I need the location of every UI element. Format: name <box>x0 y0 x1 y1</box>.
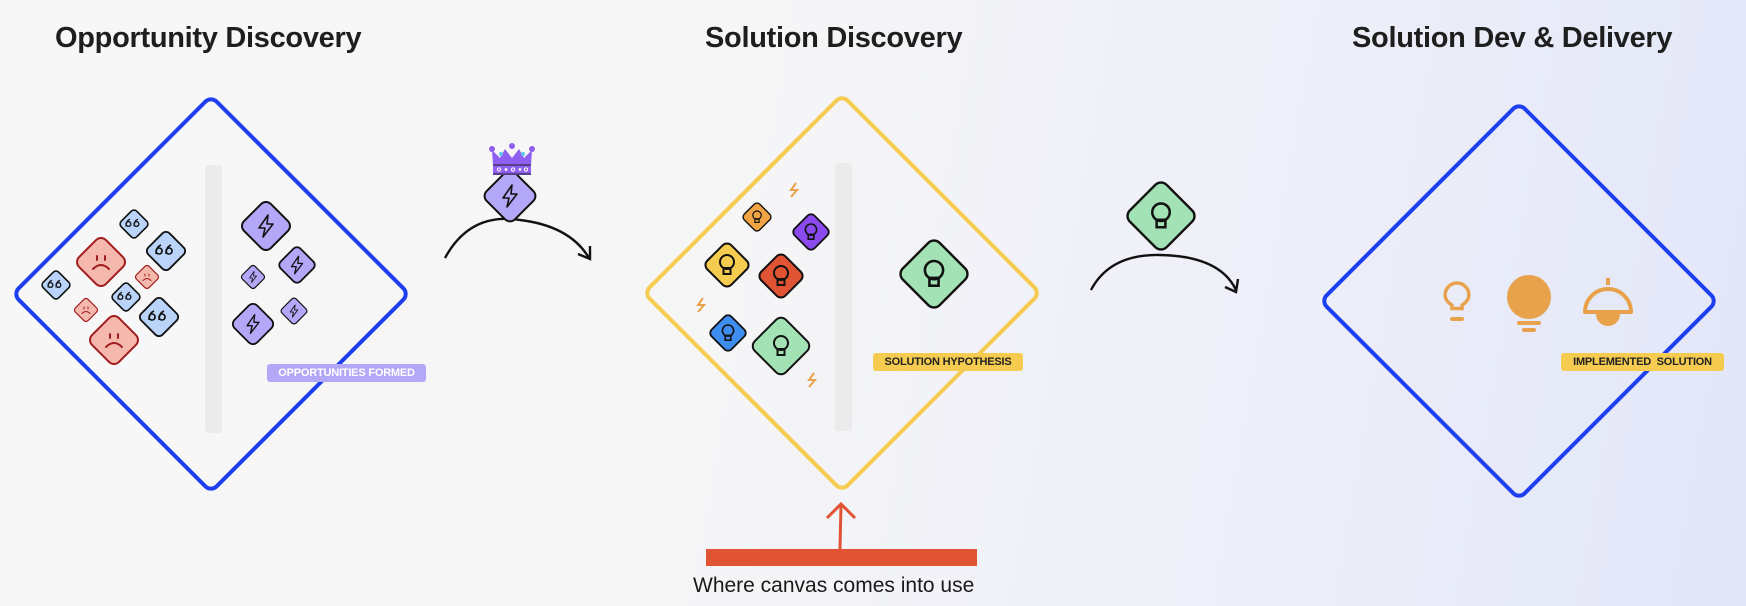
quote-icon <box>145 230 187 272</box>
sad-face-icon <box>73 297 99 323</box>
delivery-frame <box>1322 104 1716 498</box>
crowned-bolt-icon <box>483 169 537 223</box>
lightbulb-outline-icon <box>1443 281 1471 321</box>
arrow-head-icon <box>1224 278 1240 294</box>
divider-bar <box>205 165 222 433</box>
transition-arrow <box>443 217 591 259</box>
callout-arrow <box>838 504 843 550</box>
transition-arrow <box>1089 253 1238 291</box>
sad-face-icon <box>134 264 160 290</box>
crown-icon <box>489 143 535 175</box>
bolt-icon <box>241 201 291 251</box>
implemented-solution-tag: IMPLEMENTED SOLUTION <box>1561 353 1724 371</box>
bolt-icon <box>280 297 308 325</box>
bulb-icon-green-moving <box>1126 181 1196 251</box>
spark-icon <box>789 182 800 198</box>
bulb-icon-green-hypothesis <box>899 239 969 309</box>
canvas-caption: Where canvas comes into use <box>693 574 975 597</box>
bolt-icon <box>278 246 316 284</box>
bulb-icon-yellow <box>704 242 750 288</box>
sad-face-icon <box>76 237 126 287</box>
opportunities-formed-tag: OPPORTUNITIES FORMED <box>267 364 426 382</box>
divider-bar <box>835 163 852 431</box>
bulb-icon-blue <box>709 314 747 352</box>
bulb-icon-red <box>758 253 804 299</box>
arrow-head-icon <box>577 246 592 261</box>
arrow-head-icon <box>825 501 857 520</box>
quote-icon <box>111 282 141 312</box>
opportunity-frame <box>14 97 408 491</box>
lamp-icon <box>1583 278 1633 326</box>
quote-icon <box>138 296 180 338</box>
sad-face-icon <box>89 315 139 365</box>
stage-title-solution-discovery: Solution Discovery <box>705 22 963 54</box>
stage-title-solution-delivery: Solution Dev & Delivery <box>1352 22 1673 54</box>
quote-icon <box>41 270 71 300</box>
spark-icon <box>807 372 818 388</box>
solution-hypothesis-tag: SOLUTION HYPOTHESIS <box>873 353 1023 371</box>
quote-icon <box>119 209 149 239</box>
bolt-icon <box>240 264 266 290</box>
lightbulb-filled-icon <box>1507 275 1551 332</box>
bolt-icon <box>231 302 275 346</box>
bulb-icon-orange <box>742 202 772 232</box>
bulb-icon-purple <box>792 213 830 251</box>
canvas-highlight-bar <box>706 549 977 566</box>
stage-title-opportunity-discovery: Opportunity Discovery <box>55 22 362 54</box>
bulb-icon-green <box>751 316 811 376</box>
solution-discovery-frame <box>645 96 1039 490</box>
spark-icon <box>696 297 707 313</box>
